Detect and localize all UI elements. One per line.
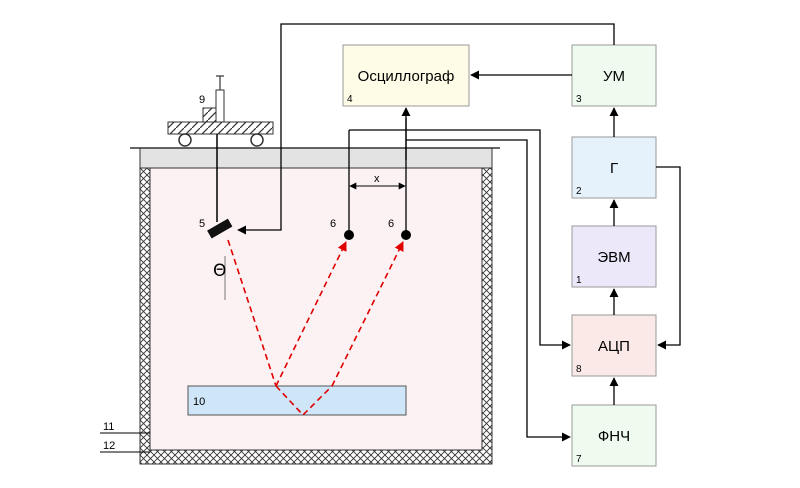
emitter-transducer: [207, 218, 233, 239]
emitter: 5 Θ: [199, 218, 233, 300]
acoustic-rays: [227, 239, 404, 417]
ray-reflected-left: [275, 241, 347, 387]
generator-num: 2: [576, 186, 582, 197]
block-lpf: ФНЧ 7: [571, 404, 657, 467]
lpf-num: 7: [576, 454, 582, 465]
adc-name: АЦП: [598, 338, 630, 355]
wire-receiver-to-lpf: [406, 139, 571, 442]
block-computer: ЭВМ 1: [571, 225, 657, 288]
signal-wires: [237, 23, 681, 442]
receiver-right-label: 6: [388, 218, 394, 230]
emitter-label: 5: [199, 218, 205, 230]
computer-name: ЭВМ: [597, 249, 630, 266]
lpf-name: ФНЧ: [598, 428, 630, 445]
ray-incident: [227, 239, 277, 387]
ray-through-plate: [275, 385, 333, 417]
block-oscilloscope: Осциллограф 4: [342, 44, 470, 107]
block-adc: АЦП 8: [571, 314, 657, 377]
computer-num: 1: [576, 275, 582, 286]
oscilloscope-name: Осциллограф: [358, 68, 455, 85]
wire-amp-to-emitter: [237, 23, 615, 235]
oscilloscope-num: 4: [347, 94, 353, 105]
traverse-wheel-right: [250, 133, 264, 147]
receiver-left-label: 6: [330, 218, 336, 230]
traverse: 9: [167, 75, 274, 147]
receiver-left: [344, 230, 354, 240]
tank: [130, 147, 500, 465]
generator-name: Г: [610, 160, 618, 177]
adc-num: 8: [576, 364, 582, 375]
amplifier-num: 3: [576, 94, 582, 105]
wire-receiver-to-adc: [349, 129, 571, 350]
amplifier-name: УМ: [603, 68, 625, 85]
distance-label: x: [374, 173, 380, 185]
wire-gen-to-adc: [656, 166, 681, 350]
line-12-label: 12: [103, 440, 115, 452]
line-11-label: 11: [103, 421, 114, 433]
plate: 10: [187, 385, 407, 416]
receiver-right: [401, 230, 411, 240]
traverse-label: 9: [199, 94, 205, 106]
receivers: 6 6 x: [330, 118, 411, 240]
angle-label: Θ: [213, 261, 226, 281]
tank-lid: [139, 147, 493, 169]
block-amplifier: УМ 3: [571, 44, 657, 107]
plate-sample: [187, 385, 407, 416]
side-lines: 11 12: [100, 421, 150, 453]
traverse-rod-holder: [215, 89, 225, 123]
ray-reflected-right: [331, 241, 404, 387]
traverse-bar: [167, 121, 274, 135]
traverse-wheel-left: [178, 133, 192, 147]
block-generator: Г 2: [571, 136, 657, 199]
plate-label: 10: [193, 396, 205, 408]
